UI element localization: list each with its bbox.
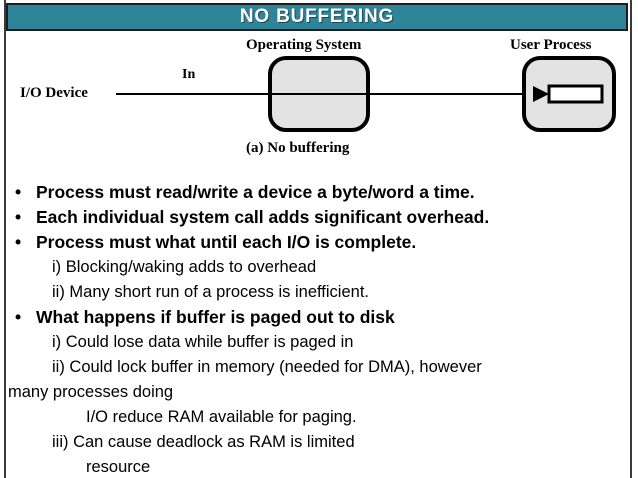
label-io-device: I/O Device <box>20 85 88 101</box>
sub-item: i) Could lose data while buffer is paged… <box>52 333 354 351</box>
no-buffering-diagram: I/O Device In Operating System User Proc… <box>6 36 628 172</box>
diagram-caption: (a) No buffering <box>246 140 350 156</box>
bullet-item: • Process must read/write a device a byt… <box>8 180 628 205</box>
page-border-right <box>630 0 632 478</box>
bullet-marker-icon: • <box>15 182 22 202</box>
bullet-item: • Each individual system call adds signi… <box>8 205 628 230</box>
sub-item: ii) Many short run of a process is ineff… <box>52 283 369 301</box>
bullet-item: • What happens if buffer is paged out to… <box>8 305 628 330</box>
label-operating-system: Operating System <box>246 37 362 53</box>
bullet-marker-icon: • <box>15 232 22 252</box>
bullet-item: • Process must what until each I/O is co… <box>8 230 628 255</box>
bullet-marker-icon: • <box>15 207 22 227</box>
sub-item: ii) Could lock buffer in memory (needed … <box>52 358 482 376</box>
page-title: NO BUFFERING <box>239 6 395 27</box>
user-process-buffer-rect <box>547 84 604 104</box>
continuation-line-indented: I/O reduce RAM available for paging. <box>86 408 357 426</box>
bullet-text: Process must what until each I/O is comp… <box>36 232 417 252</box>
bullet-text: Process must read/write a device a byte/… <box>36 182 475 202</box>
bullet-marker-icon: • <box>15 307 22 327</box>
label-user-process: User Process <box>510 37 592 53</box>
continuation-line: many processes doing <box>8 383 174 401</box>
bullet-text: Each individual system call adds signifi… <box>36 207 490 227</box>
arrowhead-icon <box>533 86 549 102</box>
slide-title-bar: NO BUFFERING <box>6 3 628 31</box>
page-border-left <box>4 0 6 478</box>
bullet-text: What happens if buffer is paged out to d… <box>36 307 395 327</box>
continuation-line-clipped: resource <box>86 458 151 476</box>
sub-item: iii) Can cause deadlock as RAM is limite… <box>52 433 355 451</box>
sub-item: i) Blocking/waking adds to overhead <box>52 258 317 276</box>
slide-body-text: • Process must read/write a device a byt… <box>8 180 628 478</box>
label-flow-direction: In <box>182 67 196 82</box>
